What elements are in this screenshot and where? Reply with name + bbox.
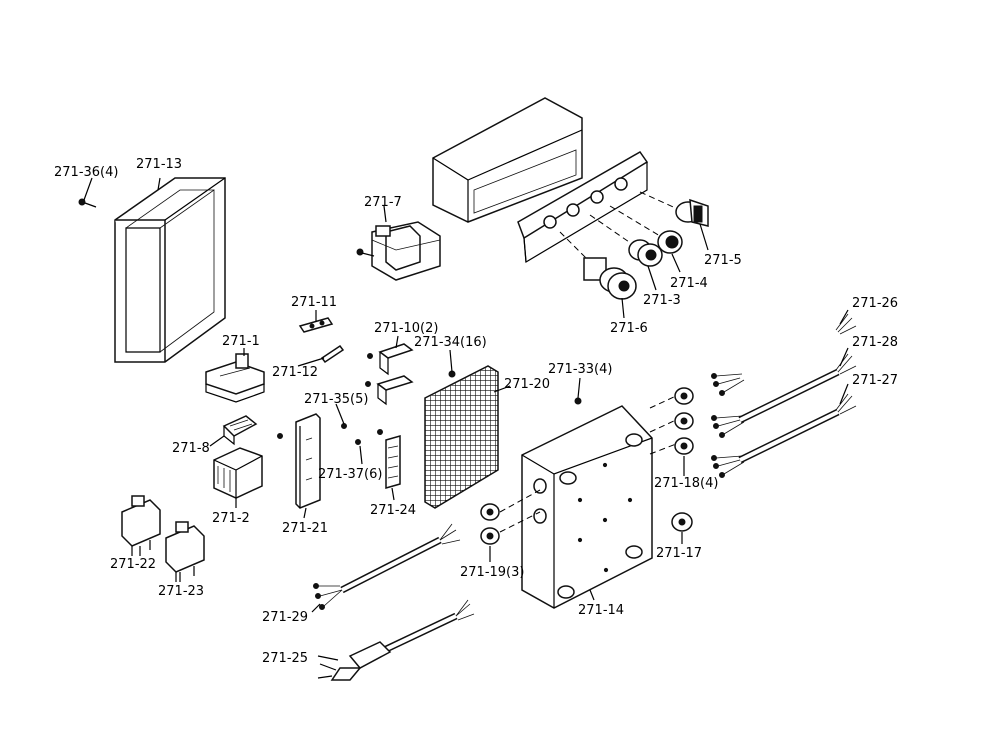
label-271-13: 271-13 <box>136 157 182 172</box>
label-271-1: 271-1 <box>222 334 260 349</box>
label-271-35: 271-35(5) <box>304 392 368 407</box>
terminal-strip-part <box>341 423 401 489</box>
label-271-25: 271-25 <box>262 651 308 666</box>
leader-lines <box>83 177 849 661</box>
circuit-breaker-part <box>165 521 205 582</box>
power-cord-part <box>317 599 475 681</box>
label-271-12: 271-12 <box>272 365 318 380</box>
label-271-33: 271-33(4) <box>548 362 612 377</box>
label-271-28: 271-28 <box>852 335 898 350</box>
cable-gland-part <box>649 387 694 455</box>
circuit-breaker-part <box>121 495 161 556</box>
left-gland-part <box>480 489 541 545</box>
screw-part <box>78 198 97 208</box>
enclosure-box-part <box>521 405 653 609</box>
label-271-19: 271-19(3) <box>460 565 524 580</box>
label-271-11: 271-11 <box>291 295 337 310</box>
label-271-24: 271-24 <box>370 503 416 518</box>
label-271-7: 271-7 <box>364 195 402 210</box>
relay-base-part <box>205 353 265 403</box>
label-271-20: 271-20 <box>504 377 550 392</box>
label-271-23: 271-23 <box>158 584 204 599</box>
bracket-part <box>365 343 414 406</box>
perforated-plate-part <box>424 365 499 509</box>
label-271-18: 271-18(4) <box>654 476 718 491</box>
relay-socket-part <box>222 415 258 446</box>
terminal-clip-part <box>298 317 334 333</box>
label-271-14: 271-14 <box>578 603 624 618</box>
label-271-5: 271-5 <box>704 253 742 268</box>
din-rail-part <box>277 413 321 509</box>
label-271-21: 271-21 <box>282 521 328 536</box>
label-271-22: 271-22 <box>110 557 156 572</box>
cable-part <box>711 313 857 478</box>
pin-part <box>320 344 345 364</box>
panel-hood-part <box>432 97 583 223</box>
cable-part <box>313 523 461 610</box>
relay-part <box>213 447 263 499</box>
label-271-27: 271-27 <box>852 373 898 388</box>
transformer-part <box>356 221 441 281</box>
label-271-8: 271-8 <box>172 441 210 456</box>
label-271-3: 271-3 <box>643 293 681 308</box>
selector-switch-part <box>639 191 709 227</box>
cover-frame-part <box>114 177 226 363</box>
label-271-2: 271-2 <box>212 511 250 526</box>
push-button-part <box>609 205 683 254</box>
front-panel-plate-part <box>517 151 649 264</box>
label-271-6: 271-6 <box>610 321 648 336</box>
emergency-stop-part <box>559 231 637 300</box>
label-271-37: 271-37(6) <box>318 467 382 482</box>
pilot-button-part <box>589 214 663 267</box>
label-271-10: 271-10(2) <box>374 321 438 336</box>
enclosure-screw-part <box>574 397 582 405</box>
label-271-34: 271-34(16) <box>414 335 487 350</box>
label-271-29: 271-29 <box>262 610 308 625</box>
label-271-17: 271-17 <box>656 546 702 561</box>
label-271-36: 271-36(4) <box>54 165 118 180</box>
single-gland-part <box>671 512 693 532</box>
label-271-4: 271-4 <box>670 276 708 291</box>
label-271-26: 271-26 <box>852 296 898 311</box>
